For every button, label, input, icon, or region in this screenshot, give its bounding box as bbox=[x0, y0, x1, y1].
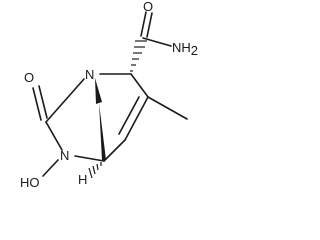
atom-n-hydroxylamine: N bbox=[60, 148, 69, 163]
bond-c8-c5-wedge bbox=[99, 103, 106, 160]
molecule-structure: O N N HO O NH2 H bbox=[20, 0, 198, 190]
bond-c7-o-double-b bbox=[38, 85, 48, 119]
bond-c2-camide-hash bbox=[130, 40, 147, 72]
atom-o-amide: O bbox=[143, 0, 153, 14]
bond-c5-c4 bbox=[103, 139, 126, 162]
bond-c7-n1 bbox=[45, 78, 85, 123]
bond-camide-o-a bbox=[140, 11, 147, 37]
bond-c5-h-hash bbox=[88, 162, 102, 179]
atom-o-carbonyl: O bbox=[24, 70, 34, 85]
bond-n6-c5 bbox=[74, 155, 105, 162]
atom-n-bridgehead: N bbox=[85, 67, 94, 82]
atom-n-amide: NH2 bbox=[172, 40, 198, 58]
bond-c3-c2 bbox=[130, 73, 149, 98]
bond-c7-n6 bbox=[45, 121, 63, 151]
bond-n1-c8-wedge bbox=[95, 78, 102, 104]
atom-h-stereo: H bbox=[78, 172, 87, 187]
atom-hydroxy: HO bbox=[20, 175, 40, 190]
bond-c4-c3 bbox=[124, 96, 149, 141]
bond-c3-methyl bbox=[147, 96, 188, 120]
bond-camide-o-b bbox=[146, 12, 153, 38]
bond-c7-o-double-a bbox=[32, 87, 42, 121]
bond-c4-c3-inner bbox=[118, 96, 140, 135]
bond-n6-oh bbox=[42, 159, 59, 177]
atom-n-amide-symbol: NH bbox=[172, 40, 191, 55]
atom-n-amide-subscript: 2 bbox=[191, 43, 198, 58]
bond-camide-n bbox=[142, 37, 172, 47]
